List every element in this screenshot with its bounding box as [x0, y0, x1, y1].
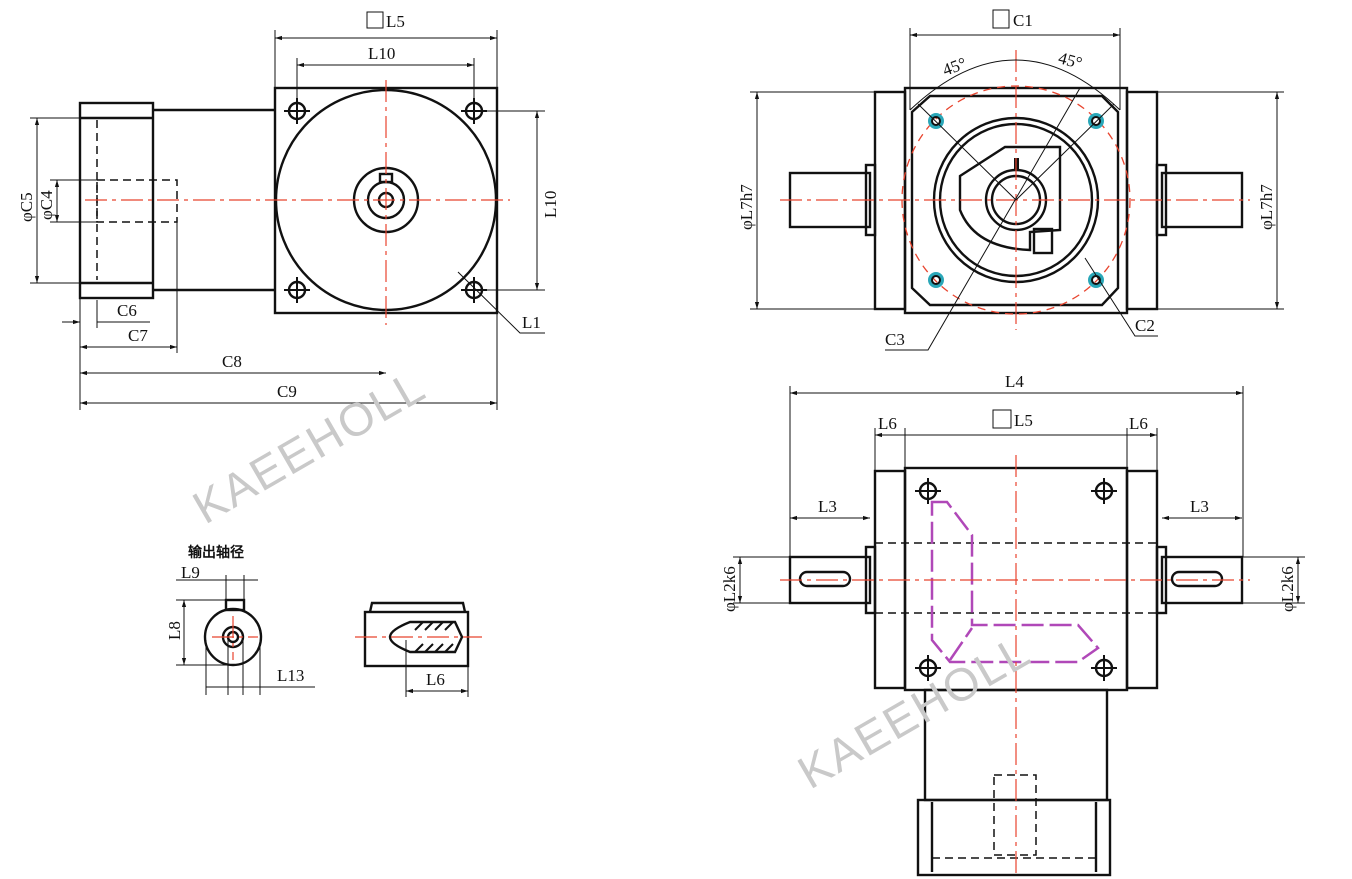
svg-text:C7: C7 [128, 326, 148, 345]
svg-text:L8: L8 [165, 621, 184, 640]
svg-text:L9: L9 [181, 563, 200, 582]
svg-text:L6: L6 [426, 670, 445, 689]
svg-text:L6: L6 [1129, 414, 1148, 433]
side-view-dimensions: L5 L10 L10 φC5 φC4 C6 C7 C8 C9 L1 [17, 11, 560, 410]
svg-text:C6: C6 [117, 301, 137, 320]
svg-text:φL7h7: φL7h7 [1257, 184, 1276, 230]
bolt-holes [928, 113, 1104, 288]
front-view-dimensions: C1 φL7h7 φL7h7 C3 C2 [737, 9, 1284, 351]
svg-text:L1: L1 [522, 313, 541, 332]
svg-text:C8: C8 [222, 352, 242, 371]
watermark: KAEEHOLL [184, 359, 434, 533]
svg-text:φC5: φC5 [17, 192, 36, 222]
svg-text:C1: C1 [1013, 11, 1033, 30]
watermark: KAEEHOLL [789, 624, 1039, 798]
svg-text:L5: L5 [1014, 411, 1033, 430]
svg-text:φL2k6: φL2k6 [1278, 566, 1297, 612]
svg-text:L6: L6 [878, 414, 897, 433]
svg-text:L5: L5 [386, 12, 405, 31]
side-view [78, 80, 510, 325]
svg-text:45°: 45° [940, 54, 969, 80]
svg-text:φC4: φC4 [37, 190, 56, 220]
svg-text:L13: L13 [277, 666, 304, 685]
svg-text:L10: L10 [368, 44, 395, 63]
svg-text:输出轴径: 输出轴径 [188, 544, 244, 561]
svg-text:φL7h7: φL7h7 [737, 184, 756, 230]
svg-text:φL2k6: φL2k6 [720, 566, 739, 612]
front-view: 45° 45° [780, 48, 1250, 330]
svg-text:L3: L3 [1190, 497, 1209, 516]
svg-text:C2: C2 [1135, 316, 1155, 335]
top-view-dimensions: L4 L6 L6 L5 L3 L3 φL2k6 φL2k6 [720, 372, 1305, 612]
svg-text:C9: C9 [277, 382, 297, 401]
output-shaft-detail: 输出轴径 L9 L8 L13 L6 [165, 544, 482, 697]
svg-text:C3: C3 [885, 330, 905, 349]
svg-text:L10: L10 [541, 191, 560, 218]
top-view [780, 455, 1250, 877]
svg-text:L4: L4 [1005, 372, 1024, 391]
svg-text:L3: L3 [818, 497, 837, 516]
